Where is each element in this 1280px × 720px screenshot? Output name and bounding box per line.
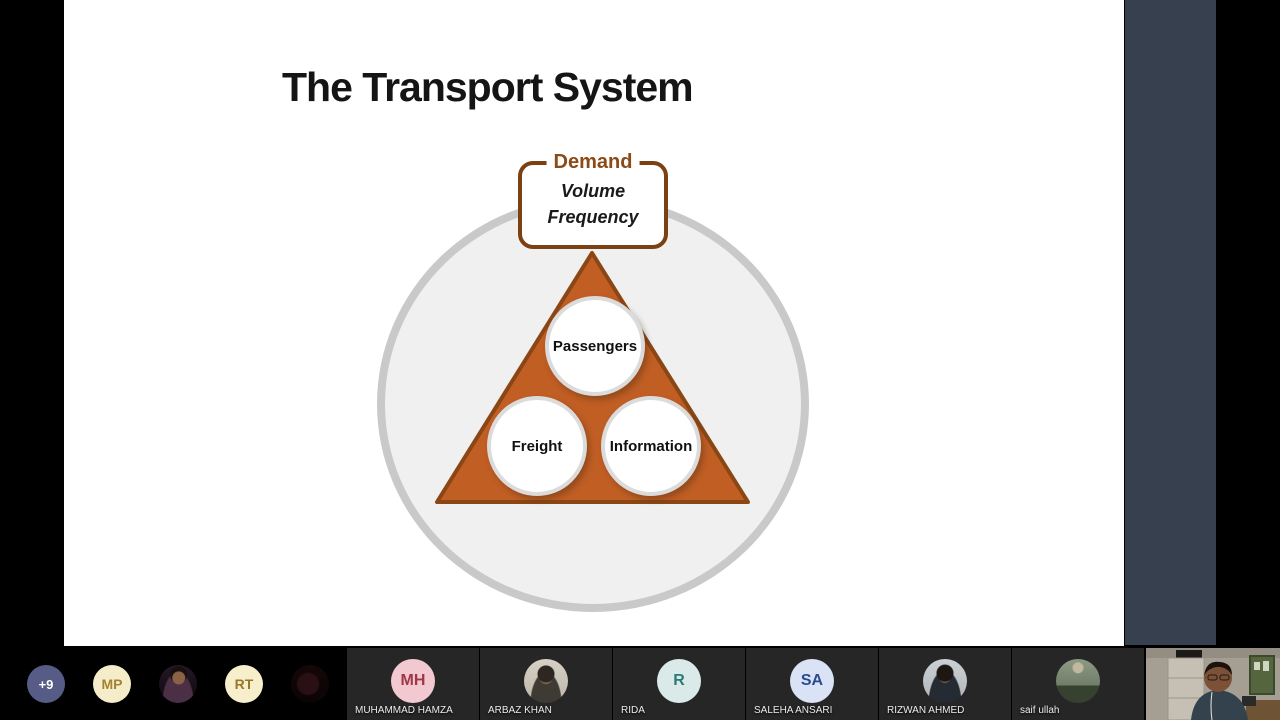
camera-feed [1146, 648, 1280, 720]
printer [1176, 650, 1202, 659]
participant-initials-avatar[interactable]: RT [225, 665, 263, 703]
participant-name: ARBAZ KHAN [488, 705, 552, 716]
shared-slide: The Transport System Demand Volume Frequ… [64, 0, 1124, 646]
person-head [1204, 664, 1232, 692]
participant-photo-avatar[interactable] [159, 665, 197, 703]
small-avatars: +9 MP RT [27, 665, 329, 703]
demand-label: Demand [546, 151, 640, 174]
participant-name: SALEHA ANSARI [754, 705, 833, 716]
participant-name: MUHAMMAD HAMZA [355, 705, 453, 716]
participant-tiles: MH MUHAMMAD HAMZA ARBAZ KHAN R RIDA SA SALEHA … [347, 648, 1144, 720]
overflow-participants-badge[interactable]: +9 [27, 665, 65, 703]
books [1242, 696, 1256, 706]
participant-tile[interactable]: saif ullah [1012, 648, 1144, 720]
demand-line-volume: Volume [560, 181, 626, 201]
participant-photo-avatar[interactable] [291, 665, 329, 703]
participant-tile[interactable]: R RIDA [613, 648, 745, 720]
node-passengers: Passengers [545, 296, 645, 396]
person-hair [1204, 661, 1232, 676]
demand-line-frequency: Frequency [547, 207, 639, 227]
participant-name: RIZWAN AHMED [887, 705, 965, 716]
active-camera-tile[interactable] [1146, 648, 1280, 720]
participant-initials-avatar: MH [391, 659, 435, 703]
participants-bar: +9 MP RT MH MUHAMMAD HAMZA ARBAZ KHAN R RIDA S… [0, 646, 1280, 720]
node-information: Information [601, 396, 701, 496]
participant-initials-avatar: SA [790, 659, 834, 703]
side-panel-strip [1125, 0, 1216, 645]
notice-board [1249, 655, 1275, 695]
demand-box: Demand Volume Frequency [518, 151, 668, 249]
node-freight: Freight [487, 396, 587, 496]
participant-photo-avatar [524, 659, 568, 703]
earphone-wire [1210, 691, 1213, 720]
participant-tile[interactable]: SA SALEHA ANSARI [746, 648, 878, 720]
participant-initials-avatar: R [657, 659, 701, 703]
person-shirt [1191, 690, 1248, 720]
participant-name: saif ullah [1020, 705, 1060, 716]
glasses [1207, 674, 1218, 681]
participant-tile[interactable]: ARBAZ KHAN [480, 648, 612, 720]
participant-photo-avatar [1056, 659, 1100, 703]
participant-name: RIDA [621, 705, 645, 716]
participant-photo-avatar [923, 659, 967, 703]
slide-title: The Transport System [282, 64, 694, 110]
participant-tile[interactable]: MH MUHAMMAD HAMZA [347, 648, 479, 720]
participant-initials-avatar[interactable]: MP [93, 665, 131, 703]
participant-tile[interactable]: RIZWAN AHMED [879, 648, 1011, 720]
